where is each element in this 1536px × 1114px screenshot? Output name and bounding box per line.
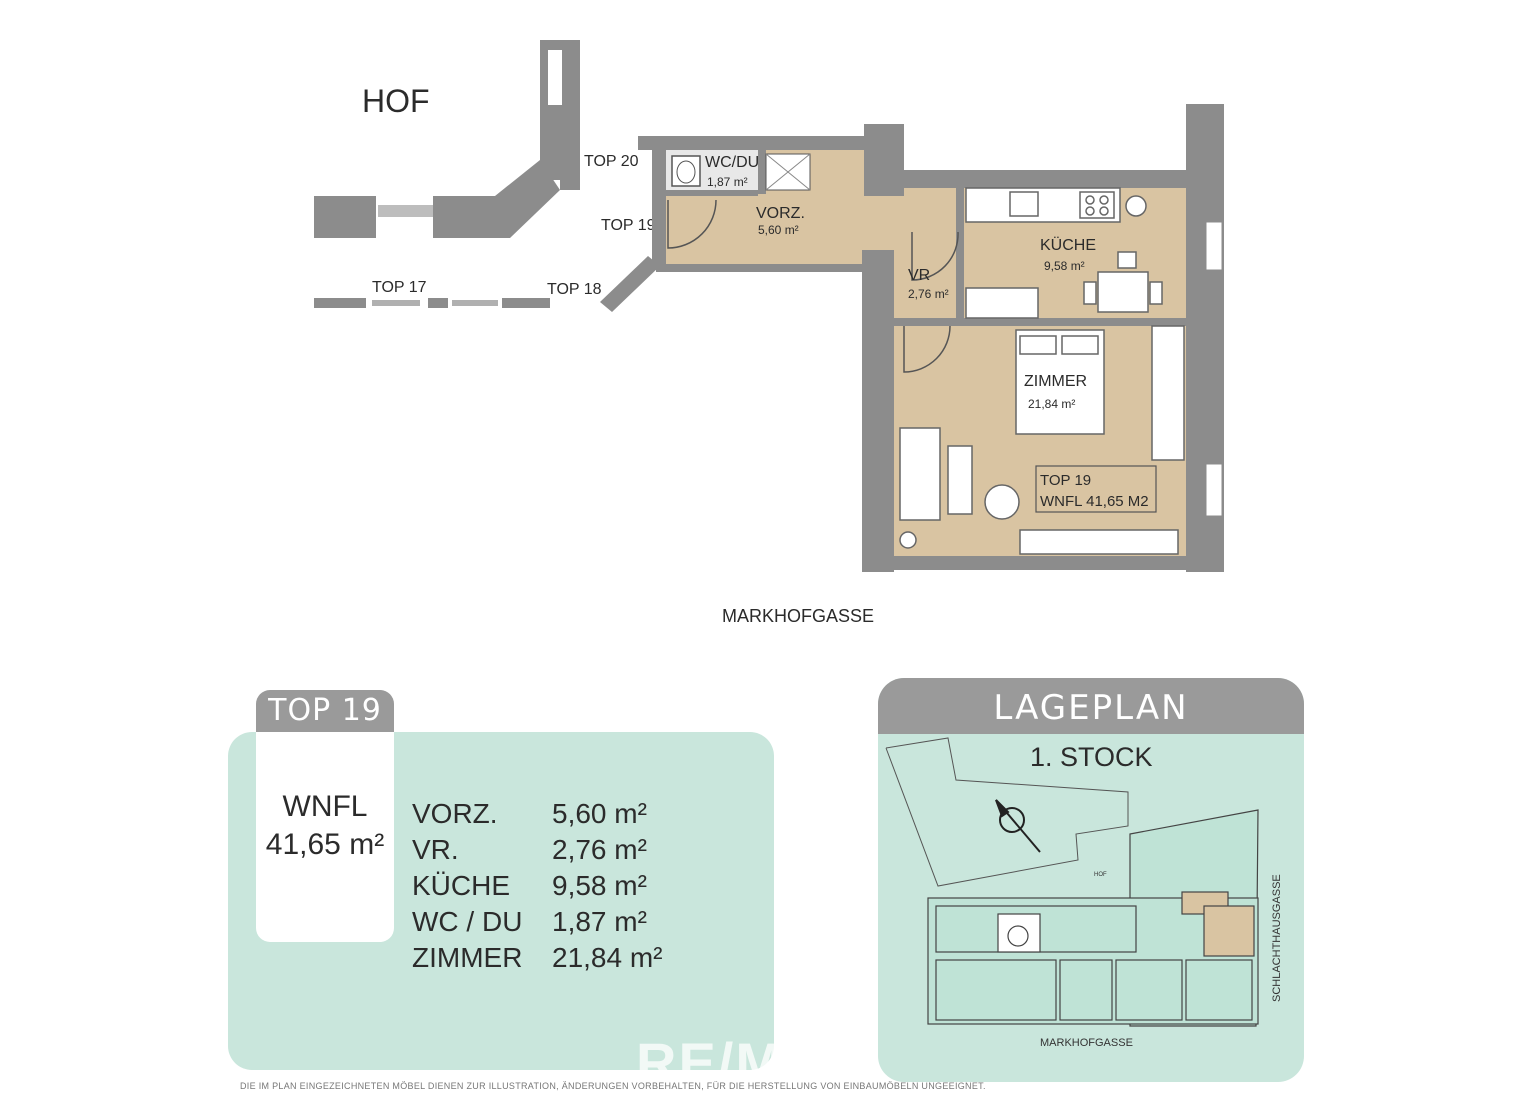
unit-tag-line1: TOP 19: [1040, 472, 1091, 489]
label-top-19-entrance: TOP 19: [601, 217, 656, 234]
site-street-bottom: MARKHOFGASSE: [1040, 1037, 1133, 1049]
summary-room-area: 5,60 m²: [552, 798, 647, 829]
site-buildings: [927, 809, 1259, 1027]
apartment-walls: [638, 104, 1224, 572]
wnfl-box: WNFL 41,65 m²: [256, 732, 394, 942]
window-kitchen: [1205, 221, 1223, 271]
wnfl-value: 41,65 m²: [265, 828, 385, 861]
lageplan-tab: LAGEPLAN: [878, 678, 1304, 734]
floor-plan: HOF TOP 20 TOP 19 TOP 17 TOP 18: [314, 40, 1224, 626]
summary-room-name: KÜCHE: [412, 870, 511, 901]
label-top-18: TOP 18: [547, 281, 602, 298]
site-street-right: SCHLACHTHAUSGASSE: [1271, 874, 1283, 1002]
summary-room-area: 9,58 m²: [552, 870, 647, 901]
room-area-wc: 1,87 m²: [707, 175, 748, 189]
watermark-logo: RE/MAX: [636, 1031, 866, 1094]
summary-tab: TOP 19: [256, 690, 394, 732]
summary-room-area: 21,84 m²: [552, 942, 663, 973]
room-name-kueche: KÜCHE: [1040, 236, 1096, 254]
room-name-vorz: VORZ.: [756, 205, 805, 222]
wnfl-label: WNFL: [282, 790, 368, 823]
unit-tag: TOP 19 WNFL 41,65 M2: [1035, 465, 1157, 513]
room-area-vorz: 5,60 m²: [758, 223, 799, 237]
room-name-vr: VR: [908, 267, 930, 284]
room-furniture: [899, 325, 1185, 555]
kitchen-furniture: [965, 187, 1163, 319]
room-area-vr: 2,76 m²: [908, 287, 949, 301]
room-name-wc: WC/DU: [705, 154, 759, 171]
room-labels: WC/DU 1,87 m² VORZ. 5,60 m² VR 2,76 m² K…: [705, 154, 1096, 411]
compass-icon: [995, 799, 1041, 853]
summary-room-name: WC / DU: [412, 906, 523, 937]
summary-room-area: 2,76 m²: [552, 834, 647, 865]
summary-room-name: VORZ.: [412, 798, 498, 829]
lageplan-floor: 1. STOCK: [1030, 742, 1153, 772]
wc-fixtures: [671, 153, 811, 191]
window-room: [1205, 463, 1223, 517]
site-hof-label: HOF: [1094, 872, 1107, 878]
unit-tag-line2: WNFL 41,65 M2: [1040, 493, 1149, 510]
street-label: MARKHOFGASSE: [722, 606, 874, 626]
room-area-kueche: 9,58 m²: [1044, 259, 1085, 273]
site-plan: HOF MARKHOFGASSE SCHLACHTHAUSGASSE: [885, 737, 1283, 1049]
disclaimer: DIE IM PLAN EINGEZEICHNETEN MÖBEL DIENEN…: [240, 1081, 986, 1091]
door-arcs: [667, 199, 959, 373]
label-top-17: TOP 17: [372, 279, 427, 296]
room-name-zimmer: ZIMMER: [1024, 373, 1087, 390]
room-area-zimmer: 21,84 m²: [1028, 397, 1075, 411]
summary-room-name: VR.: [412, 834, 459, 865]
hof-label: HOF: [362, 83, 430, 119]
lot-outline: [885, 737, 1129, 887]
summary-room-name: ZIMMER: [412, 942, 523, 973]
summary-room-area: 1,87 m²: [552, 906, 647, 937]
courtyard-facade: [314, 40, 660, 312]
label-top-20: TOP 20: [584, 153, 639, 170]
